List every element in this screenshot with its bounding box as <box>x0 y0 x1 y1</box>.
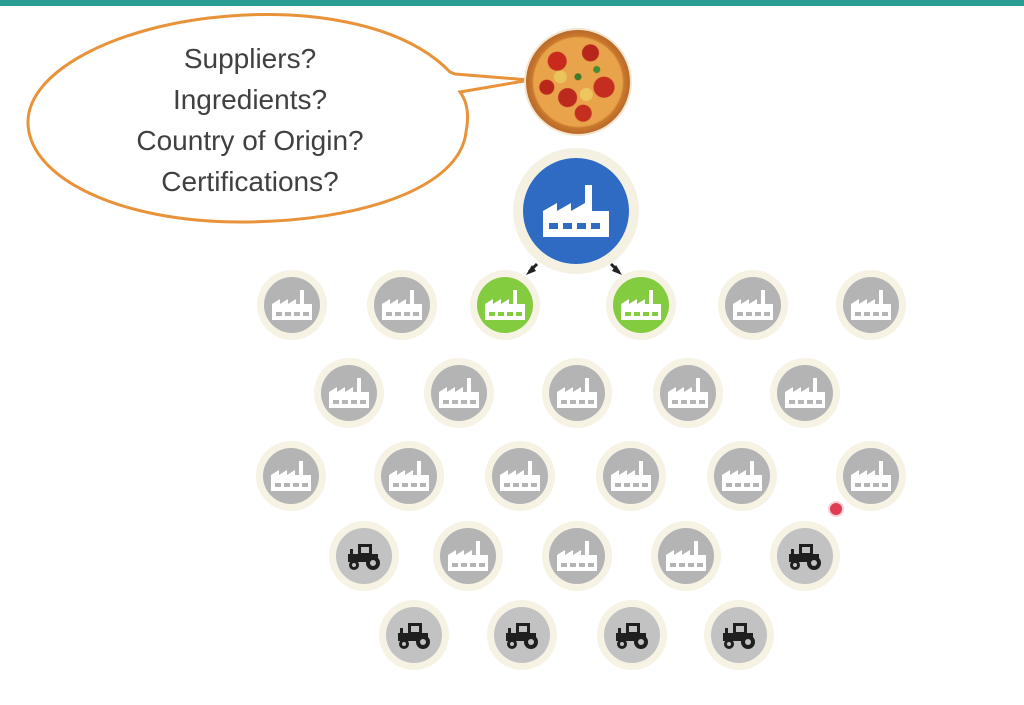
node-circle <box>549 528 605 584</box>
supplier-node <box>542 358 612 428</box>
farm-node <box>597 600 667 670</box>
node-circle <box>604 607 660 663</box>
factory-icon <box>271 461 311 491</box>
farm-node <box>770 521 840 591</box>
factory-icon <box>851 461 891 491</box>
factory-icon <box>439 378 479 408</box>
factory-icon <box>722 461 762 491</box>
node-circle <box>613 277 669 333</box>
top-accent-bar <box>0 0 1024 6</box>
tractor-icon <box>348 544 380 570</box>
node-circle <box>711 607 767 663</box>
node-circle <box>374 277 430 333</box>
factory-icon <box>785 378 825 408</box>
factory-icon <box>621 290 661 320</box>
supplier-node <box>651 521 721 591</box>
node-circle <box>658 528 714 584</box>
factory-icon <box>448 541 488 571</box>
node-circle <box>431 365 487 421</box>
supplier-node <box>718 270 788 340</box>
node-circle <box>660 365 716 421</box>
connector-right-arrow <box>612 265 622 275</box>
supplier-node <box>314 358 384 428</box>
pointer-dot <box>830 503 842 515</box>
supplier-node <box>596 441 666 511</box>
question-ingredients: Ingredients? <box>172 84 328 115</box>
node-circle <box>321 365 377 421</box>
factory-icon <box>611 461 651 491</box>
supplier-node <box>374 441 444 511</box>
speech-bubble <box>26 12 531 224</box>
supplier-node <box>707 441 777 511</box>
node-circle <box>494 607 550 663</box>
tractor-icon <box>506 623 538 649</box>
supplier-node <box>836 441 906 511</box>
factory-icon <box>382 290 422 320</box>
supplier-node <box>485 441 555 511</box>
farm-node <box>704 600 774 670</box>
factory-icon <box>329 378 369 408</box>
supplier-node <box>770 358 840 428</box>
supplier-node <box>836 270 906 340</box>
node-circle <box>843 448 899 504</box>
supplier-node <box>256 441 326 511</box>
node-circle <box>264 277 320 333</box>
factory-icon <box>500 461 540 491</box>
node-circle <box>492 448 548 504</box>
question-country-of-origin: Country of Origin? <box>136 125 364 156</box>
factory-icon <box>389 461 429 491</box>
tractor-icon <box>398 623 430 649</box>
tractor-icon <box>616 623 648 649</box>
node-circle <box>477 277 533 333</box>
node-circle <box>336 528 392 584</box>
factory-icon <box>666 541 706 571</box>
node-circle <box>725 277 781 333</box>
supplier-node <box>367 270 437 340</box>
highlighted-supplier-node <box>470 270 540 340</box>
supplier-node <box>257 270 327 340</box>
factory-icon <box>485 290 525 320</box>
factory-icon <box>543 185 609 237</box>
speech-bubble-outline <box>26 12 531 224</box>
factory-icon <box>557 541 597 571</box>
farm-node <box>329 521 399 591</box>
node-circle <box>603 448 659 504</box>
factory-icon <box>733 290 773 320</box>
factory-icon <box>557 378 597 408</box>
node-circle <box>386 607 442 663</box>
connector-left-arrow <box>526 265 536 275</box>
supplier-node <box>653 358 723 428</box>
tractor-icon <box>789 544 821 570</box>
node-circle <box>549 365 605 421</box>
speech-bubble-text: Suppliers? Ingredients? Country of Origi… <box>80 38 420 202</box>
tractor-icon <box>723 623 755 649</box>
highlighted-supplier-node <box>606 270 676 340</box>
factory-icon <box>668 378 708 408</box>
node-circle <box>714 448 770 504</box>
factory-icon <box>272 290 312 320</box>
pizza-image <box>526 30 630 134</box>
node-circle <box>777 365 833 421</box>
supplier-node <box>542 521 612 591</box>
node-circle <box>777 528 833 584</box>
node-circle <box>843 277 899 333</box>
farm-node <box>379 600 449 670</box>
manufacturer-hub-node <box>523 158 629 264</box>
supplier-node <box>433 521 503 591</box>
question-certifications: Certifications? <box>161 166 339 197</box>
farm-node <box>487 600 557 670</box>
supplier-node <box>424 358 494 428</box>
node-circle <box>381 448 437 504</box>
node-circle <box>263 448 319 504</box>
factory-icon <box>851 290 891 320</box>
node-circle <box>440 528 496 584</box>
question-suppliers: Suppliers? <box>183 43 317 74</box>
